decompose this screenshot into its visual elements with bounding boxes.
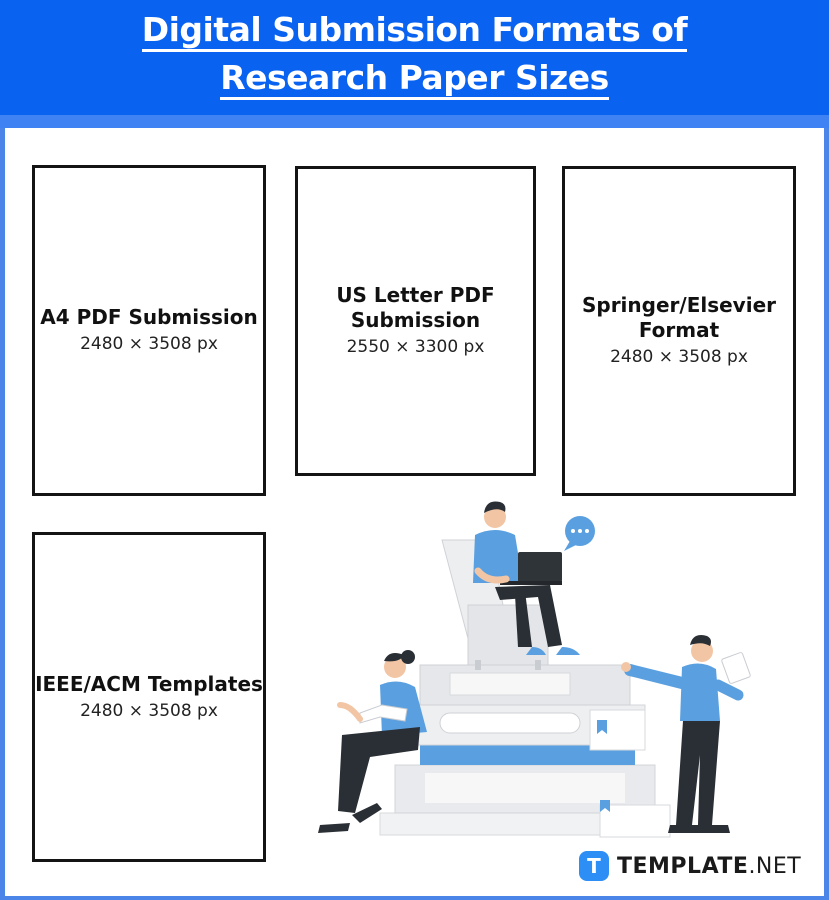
card-a4-pdf: A4 PDF Submission 2480 × 3508 px <box>32 165 266 496</box>
template-net-logo: T TEMPLATE.NET <box>579 851 801 881</box>
card-size: 2480 × 3508 px <box>80 334 218 354</box>
header-banner <box>0 0 829 115</box>
card-size: 2550 × 3300 px <box>346 337 485 357</box>
card-name-line1: Springer/Elsevier <box>581 293 777 317</box>
card-ieee-acm: IEEE/ACM Templates 2480 × 3508 px <box>32 532 266 862</box>
card-name-line1: US Letter PDF <box>336 283 495 307</box>
card-name: A4 PDF Submission <box>40 305 258 329</box>
frame-left <box>0 128 5 900</box>
frame-bottom <box>0 896 829 900</box>
logo-badge-icon: T <box>579 851 609 881</box>
logo-text: TEMPLATE.NET <box>617 854 801 879</box>
logo-text-suffix: .NET <box>748 853 802 879</box>
frame-right <box>824 128 829 900</box>
card-springer-elsevier: Springer/Elsevier Format 2480 × 3508 px <box>562 166 796 496</box>
card-us-letter-pdf: US Letter PDF Submission 2550 × 3300 px <box>295 166 536 476</box>
page-title-line2: Research Paper Sizes <box>220 59 609 100</box>
card-size: 2480 × 3508 px <box>80 700 218 721</box>
logo-text-bold: TEMPLATE <box>617 853 749 879</box>
header-accent-strip <box>0 115 829 128</box>
page-title: Digital Submission Formats of Research P… <box>0 6 829 102</box>
people-reading-on-books-illustration <box>318 501 751 838</box>
card-size: 2480 × 3508 px <box>610 347 748 367</box>
card-name: IEEE/ACM Templates <box>35 671 263 696</box>
card-name-line2: Submission <box>350 308 481 332</box>
card-name-line2: Format <box>638 318 720 342</box>
page-title-line1: Digital Submission Formats of <box>141 11 688 52</box>
